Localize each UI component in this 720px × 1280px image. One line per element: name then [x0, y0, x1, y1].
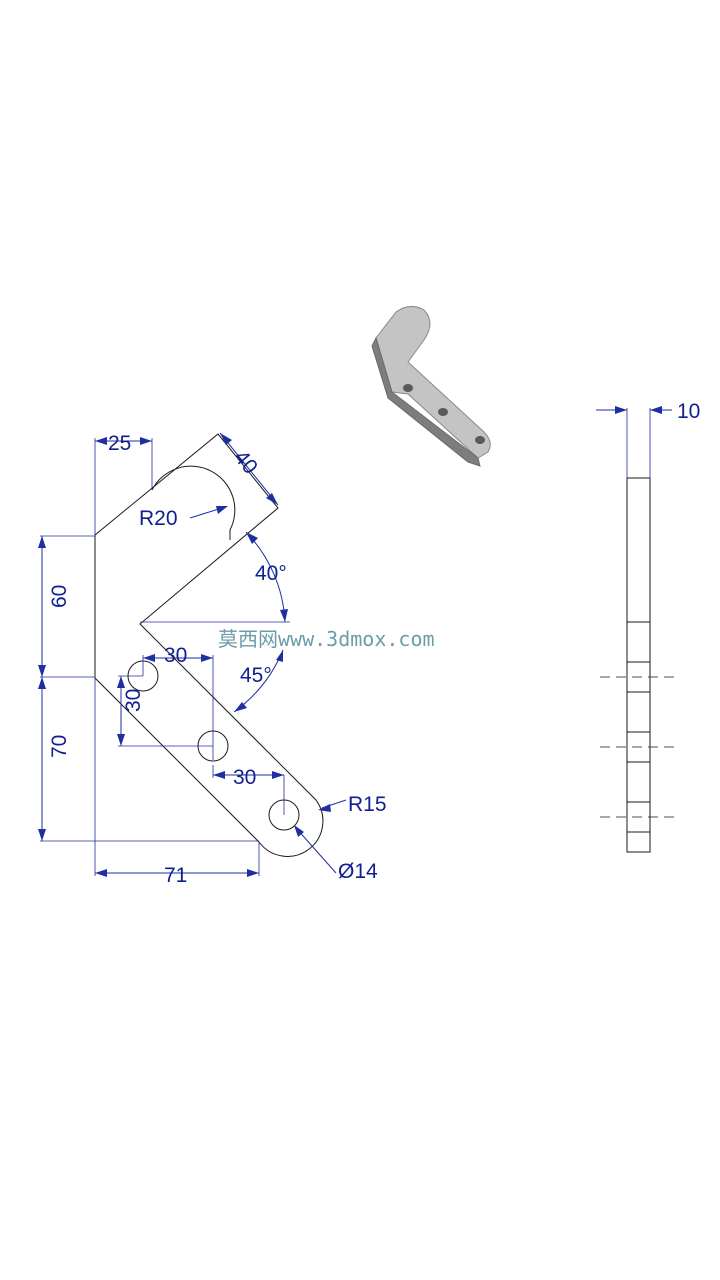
dim-angle-45: 45° [240, 664, 272, 687]
dim-diameter-14: Ø14 [338, 860, 378, 883]
dim-30-vertical: 30 [122, 689, 145, 712]
dim-60: 60 [48, 585, 71, 608]
dim-r15: R15 [348, 793, 387, 816]
side-view-outline [626, 477, 651, 853]
dimension-labels: 25 40 R20 40° 60 30 45° 30 70 30 R15 71 … [48, 400, 700, 887]
dim-angle-40: 40° [255, 562, 287, 585]
dim-thickness-10: 10 [677, 400, 700, 423]
dimension-lines [38, 432, 347, 877]
r20-notch-arc [151, 465, 236, 540]
dim-25: 25 [108, 432, 131, 455]
part-hole-3 [475, 436, 485, 444]
part-hole-1 [403, 384, 413, 392]
dim-r20: R20 [139, 507, 178, 530]
side-view [596, 406, 678, 853]
dim-30-top: 30 [164, 644, 187, 667]
watermark-text: 莫西网www.3dmox.com [218, 627, 435, 651]
dim-71: 71 [164, 864, 187, 887]
dim-70: 70 [48, 735, 71, 758]
part-hole-2 [438, 408, 448, 416]
dim-30-middle: 30 [233, 766, 256, 789]
part-face-side [371, 336, 481, 467]
part-face-top [375, 306, 491, 459]
isometric-part-view [371, 306, 491, 467]
